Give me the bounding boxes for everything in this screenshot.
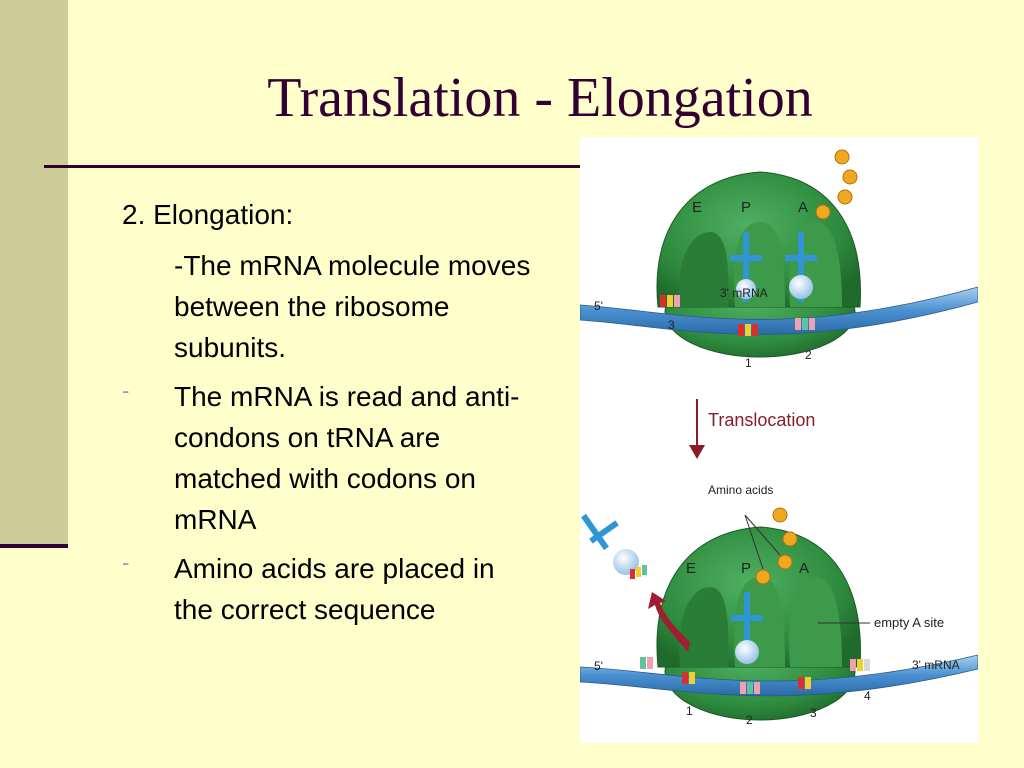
- title-underline: [44, 165, 584, 168]
- diagram-svg: E P A 5' 3' mRNA 3 1 2: [580, 149, 978, 727]
- site-e: E: [692, 199, 702, 216]
- codons-bottom: [640, 657, 870, 694]
- bullet-item: Amino acids are placed in the correct se…: [174, 553, 495, 625]
- trna-top: [730, 149, 858, 302]
- trna-bottom: [731, 507, 798, 664]
- body-paragraph: -The mRNA molecule moves between the rib…: [174, 250, 531, 363]
- bullet-marker: -: [122, 550, 130, 575]
- five-prime-label: 5': [594, 299, 603, 313]
- codon-number: 4: [864, 689, 871, 703]
- mrna-strand-top: [580, 286, 978, 335]
- site-a: A: [798, 199, 808, 216]
- codons-top: [660, 295, 815, 336]
- translocation-arrow: [689, 399, 705, 459]
- codon-number: 1: [686, 704, 693, 718]
- left-decor-band: [0, 0, 68, 546]
- site-a: A: [799, 560, 809, 577]
- empty-a-site-label: empty A site: [874, 615, 944, 630]
- slide-title: Translation - Elongation: [267, 67, 813, 129]
- site-labels-top: E P A: [692, 199, 808, 216]
- translocation-label: Translocation: [708, 410, 815, 430]
- codon-number: 2: [805, 348, 812, 362]
- ribosome-bottom: [656, 526, 861, 721]
- codon-number: 1: [745, 356, 752, 370]
- site-p: P: [741, 199, 751, 216]
- site-labels-bottom: E P A: [686, 560, 809, 577]
- ribosome-top: [656, 171, 861, 358]
- bullet-item: The mRNA is read and anti-condons on tRN…: [174, 381, 520, 535]
- codon-number: 3: [810, 706, 817, 720]
- bullet-marker: -: [122, 378, 130, 403]
- five-prime-label: 5': [594, 659, 603, 673]
- site-p: P: [741, 560, 751, 577]
- translation-diagram: E P A 5' 3' mRNA 3 1 2: [580, 137, 978, 743]
- amino-acids-label: Amino acids: [708, 483, 773, 497]
- site-e: E: [686, 560, 696, 577]
- three-prime-label: 3' mRNA: [912, 658, 960, 672]
- slide-body: 2. Elongation: -The mRNA molecule moves …: [122, 199, 531, 625]
- left-decor-line: [0, 544, 68, 548]
- section-heading: 2. Elongation:: [122, 199, 294, 230]
- ejected-trna: [581, 513, 690, 652]
- three-prime-label: 3' mRNA: [720, 286, 768, 300]
- codon-number: 3: [668, 318, 675, 332]
- codon-number: 2: [746, 713, 753, 727]
